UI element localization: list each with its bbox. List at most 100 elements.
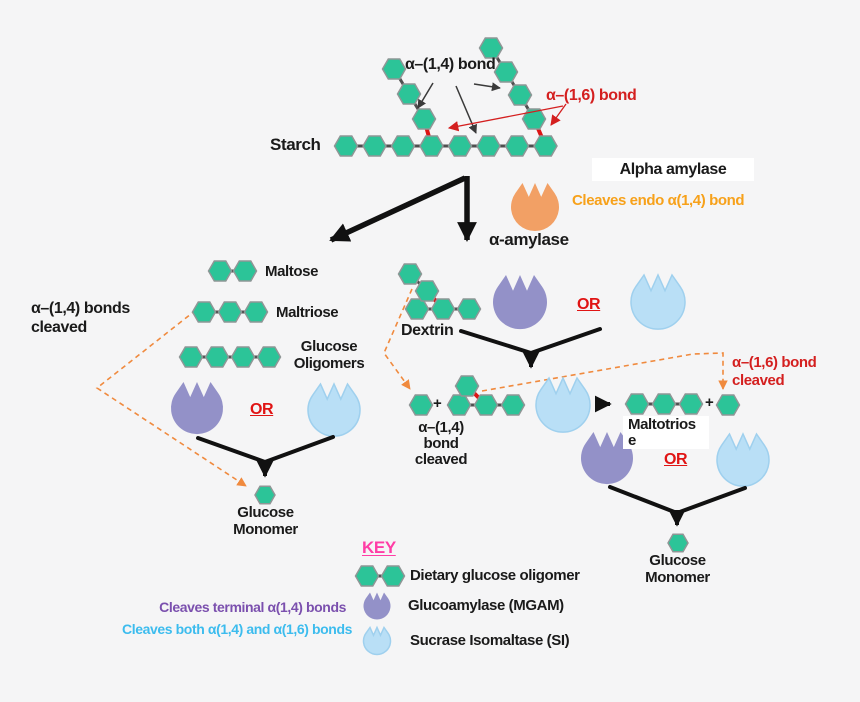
converge-line-3 bbox=[459, 329, 533, 355]
alpha14-pointer-arrow-1 bbox=[417, 82, 434, 109]
glucose-oligomers-hexagon bbox=[256, 346, 282, 368]
converge-line-6 bbox=[675, 486, 747, 515]
key-title: KEY bbox=[362, 538, 396, 557]
maltriose-hexagon bbox=[243, 301, 269, 323]
maltose-hexagon bbox=[232, 260, 258, 282]
glucose-oligomers-hexagon bbox=[204, 346, 230, 368]
key-oligomer-label: Dietary glucose oligomer bbox=[410, 567, 580, 584]
maltotriose-label-line2: e bbox=[628, 432, 636, 449]
alpha14-pointer-arrow-3 bbox=[473, 82, 501, 92]
alpha-amylase-label: α-amylase bbox=[489, 230, 569, 249]
dashed-alpha14-mid bbox=[383, 288, 413, 390]
dextrin-branch-hexagon bbox=[414, 280, 440, 302]
mgam-blob-right bbox=[580, 432, 633, 485]
or-label-dextrin: OR bbox=[577, 296, 601, 313]
dextrin-main-hexagon bbox=[404, 298, 430, 320]
key-si-label: Sucrase Isomaltase (SI) bbox=[410, 632, 570, 649]
key-oligomer-hexagon bbox=[354, 565, 380, 587]
alpha14-pointer-arrow-2 bbox=[455, 85, 477, 134]
starch-main-hexagon bbox=[504, 135, 530, 157]
dashed-alpha14-left bbox=[95, 309, 247, 487]
alpha14-bond-label: α–(1,4) bond bbox=[405, 56, 496, 73]
maltose-hexagon bbox=[207, 260, 233, 282]
key-mgam-blob bbox=[363, 592, 391, 620]
mgam-blob-left bbox=[171, 382, 223, 435]
glucose-monomer-label-right: Glucose Monomer bbox=[645, 552, 710, 586]
dextrin-label: Dextrin bbox=[401, 322, 454, 339]
starch-branch-left-hexagon bbox=[396, 83, 422, 105]
plus-sign-left: + bbox=[433, 395, 442, 412]
alpha16-bond-label: α–(1,6) bond bbox=[546, 87, 637, 104]
starch-main-hexagon bbox=[476, 135, 501, 157]
alpha16-bond-cleaved-label: α–(1,6) bond cleaved bbox=[732, 354, 817, 389]
dextrin-main-hexagon bbox=[430, 298, 456, 320]
dextrin-main-hexagon bbox=[456, 298, 482, 320]
maltriose-hexagon bbox=[217, 301, 243, 323]
si-blob-mid bbox=[535, 376, 591, 433]
fragment-main-hexagon bbox=[473, 394, 499, 416]
glucose-oligomers-hexagon bbox=[230, 346, 256, 368]
dashed-cleavage-paths bbox=[95, 288, 728, 487]
glucose-monomer-left-hexagon bbox=[254, 485, 276, 505]
key-si-blob bbox=[362, 625, 392, 656]
amylase-action-label: Cleaves endo α(1,4) bond bbox=[572, 192, 745, 209]
cleaved-glucose-right-hexagon bbox=[715, 394, 741, 416]
starch-main-hexagon bbox=[419, 135, 444, 157]
starch-branch-left-hexagon bbox=[411, 108, 437, 130]
key-mgam-label: Glucoamylase (MGAM) bbox=[408, 597, 564, 614]
starch-main-hexagon bbox=[447, 135, 473, 157]
alpha14-bond-cleaved-label: α–(1,4) bond cleaved bbox=[414, 419, 468, 468]
alpha-amylase-name: Alpha amylase bbox=[619, 161, 727, 178]
starch-main-hexagon bbox=[390, 135, 416, 157]
starch-main-hexagon bbox=[362, 135, 387, 157]
or-label-right: OR bbox=[664, 451, 688, 468]
maltotriose-label-line1: Maltotrios bbox=[628, 416, 696, 433]
glucose-oligomers-hexagon bbox=[178, 346, 204, 368]
fragment-main-hexagon bbox=[500, 394, 526, 416]
starch-main-hexagon bbox=[533, 135, 558, 157]
maltotriose-box: Maltotrios e bbox=[623, 416, 709, 449]
alpha16-pointer-arrow-1 bbox=[447, 105, 564, 132]
alpha14-bonds-cleaved-label: α–(1,4) bonds cleaved bbox=[31, 300, 130, 336]
glucose-oligomers-label: Glucose Oligomers bbox=[293, 338, 365, 372]
fragment-branch-hexagon bbox=[454, 375, 480, 397]
alpha16-pointer-arrow-2 bbox=[550, 103, 567, 126]
glucose-units bbox=[178, 37, 741, 587]
big-arrow-2 bbox=[329, 175, 467, 243]
starch-branch-right-hexagon bbox=[521, 108, 547, 130]
alpha16-bonds bbox=[422, 118, 548, 407]
starch-label: Starch bbox=[270, 135, 321, 154]
converge-line-5 bbox=[608, 485, 679, 515]
starch-branch-left-hexagon bbox=[381, 58, 407, 80]
fragment-main-hexagon bbox=[446, 394, 472, 416]
or-label-left: OR bbox=[250, 401, 274, 418]
key-oligomer-hexagon bbox=[380, 565, 406, 587]
si-action-label: Cleaves both α(1,4) and α(1,6) bonds bbox=[122, 621, 352, 637]
starch-branch-right-hexagon bbox=[493, 61, 519, 83]
glucose-monomer-right-hexagon bbox=[667, 533, 689, 553]
si-blob-left bbox=[307, 382, 361, 437]
alpha-amylase-name-box: Alpha amylase bbox=[592, 158, 754, 181]
converge-line-2 bbox=[263, 435, 335, 464]
starch-main-hexagon bbox=[333, 135, 359, 157]
plus-sign-right: + bbox=[705, 394, 714, 411]
enzyme-blobs bbox=[171, 183, 770, 656]
maltriose-label: Maltriose bbox=[276, 304, 339, 321]
alpha-amylase-blob bbox=[511, 183, 560, 232]
maltotriose-product-hexagon bbox=[651, 393, 677, 415]
maltose-label: Maltose bbox=[265, 263, 319, 280]
starch-branch-right-hexagon bbox=[478, 37, 504, 59]
maltriose-hexagon bbox=[191, 301, 217, 323]
maltotriose-product-hexagon bbox=[678, 393, 704, 415]
mgam-blob-dextrin bbox=[493, 275, 547, 330]
cleaved-glucose-mid-hexagon bbox=[408, 394, 434, 416]
reaction-arrows bbox=[196, 82, 747, 527]
converge-line-1 bbox=[196, 436, 267, 464]
si-blob-right bbox=[716, 432, 770, 487]
starch-branch-right-hexagon bbox=[507, 84, 533, 106]
converge-line-4 bbox=[529, 327, 602, 355]
glucose-monomer-label-left: Glucose Monomer bbox=[233, 504, 298, 538]
si-blob-dextrin bbox=[630, 273, 686, 330]
